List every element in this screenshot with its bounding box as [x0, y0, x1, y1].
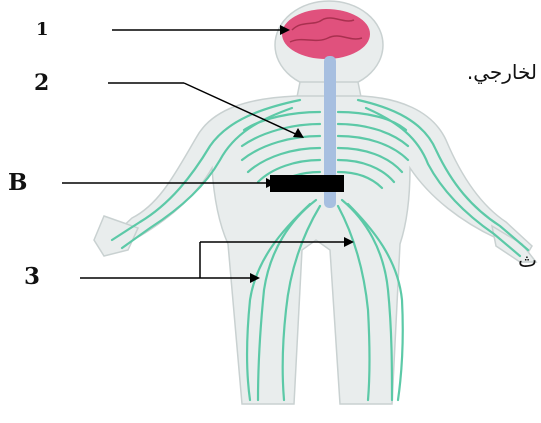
label-b: B: [8, 171, 27, 194]
marker-bar-b: [270, 175, 344, 192]
brain: [282, 9, 370, 59]
label-3: 3: [24, 265, 40, 288]
fragment-bottom-right: ث: [518, 250, 537, 270]
label-1: 1: [36, 21, 49, 39]
label-2: 2: [34, 72, 49, 94]
fragment-top-right: لخارجي.: [467, 62, 537, 82]
